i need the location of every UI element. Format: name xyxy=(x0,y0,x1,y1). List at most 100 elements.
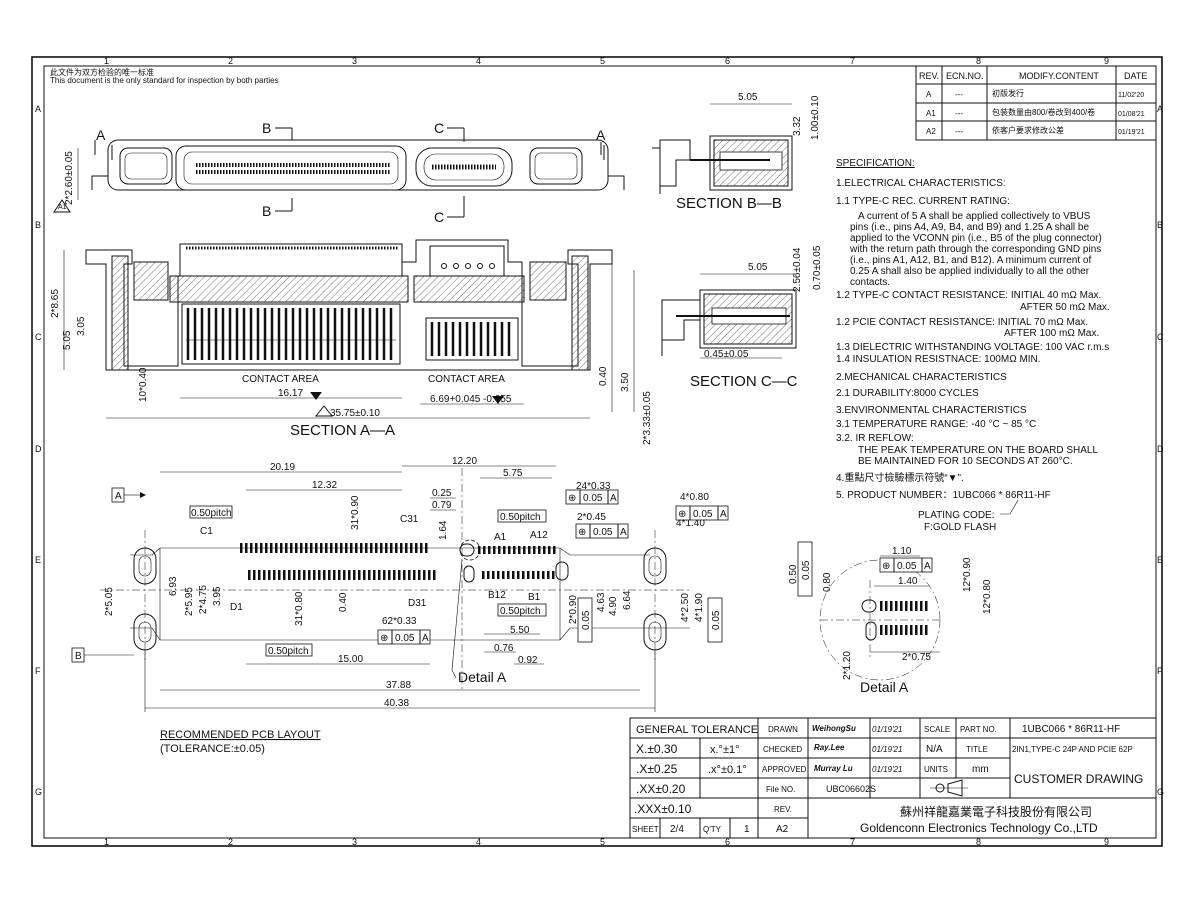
rev-row-ecn: --- xyxy=(955,109,963,118)
col-label: 9 xyxy=(1104,837,1109,847)
rev-label: REV. xyxy=(774,805,792,814)
spec-line: contacts. xyxy=(850,277,890,288)
pcie-contacts xyxy=(186,308,396,360)
qty-value: 1 xyxy=(744,824,750,835)
file-no: UBC06602S xyxy=(826,784,876,794)
dim-6-64: 6.64 xyxy=(622,590,633,610)
dim-5-50: 5.50 xyxy=(510,625,530,636)
tol-linear: .XXX±0.10 xyxy=(634,802,692,816)
row-label: A xyxy=(1157,104,1163,114)
units-label: UNITS xyxy=(924,765,948,774)
dim-10x0-40: 10*0.40 xyxy=(138,367,149,402)
projection-symbol xyxy=(930,779,968,797)
fcf-value: 0.05 xyxy=(897,561,917,572)
col-label: 6 xyxy=(725,837,730,847)
spec-line: AFTER 50 mΩ Max. xyxy=(1020,302,1110,313)
row-label: D xyxy=(1157,444,1164,454)
row-label: C xyxy=(35,332,42,342)
file-label: File NO. xyxy=(766,785,795,794)
specification: SPECIFICATION: 1.ELECTRICAL CHARACTERIST… xyxy=(836,158,1110,533)
fcf-value: 0.05 xyxy=(583,493,603,504)
spec-line: PLATING CODE: xyxy=(918,510,995,521)
row-label: B xyxy=(1157,220,1163,230)
fcf-datum: A xyxy=(720,509,727,520)
dim-12x0-80: 12*0.80 xyxy=(982,579,993,614)
dim-cc-0-45: 0.45±0.05 xyxy=(704,349,749,360)
dim-4x0-80: 4*0.80 xyxy=(680,492,709,503)
checked-label: CHECKED xyxy=(763,745,802,754)
section-mark-a: A xyxy=(96,127,106,143)
dim-0-80: 0.80 xyxy=(822,572,833,592)
section-bb-title: SECTION B—B xyxy=(676,195,782,212)
spec-line: 1.1 TYPE-C REC. CURRENT RATING: xyxy=(836,196,1010,207)
section-mark-b: B xyxy=(262,120,271,136)
col-label: 3 xyxy=(352,56,357,66)
contact-area-label: CONTACT AREA xyxy=(242,374,319,385)
dim-0-92: 0.92 xyxy=(518,655,538,666)
spec-line: applied to the VCONN pin (i.e., B5 of th… xyxy=(850,233,1102,244)
dim-20-19: 20.19 xyxy=(270,462,295,473)
dim-12-32: 12.32 xyxy=(312,480,337,491)
dim-2x1-20: 2*1.20 xyxy=(842,651,853,680)
fcf-vertical: 0.05 xyxy=(711,610,722,630)
fcf-vertical: 0.05 xyxy=(581,610,592,630)
col-label: 1 xyxy=(104,837,109,847)
row-label: E xyxy=(35,555,41,565)
spec-line: 2.MECHANICAL CHARACTERISTICS xyxy=(836,372,1007,383)
checked-date: 01/19'21 xyxy=(872,745,902,754)
spec-line: 3.1 TEMPERATURE RANGE: -40 °C ~ 85 °C xyxy=(836,419,1036,430)
fcf-symbol: ⊕ xyxy=(568,493,576,504)
fcf-value: 0.05 xyxy=(593,527,613,538)
section-mark-c: C xyxy=(434,120,444,136)
dim-4-90: 4.90 xyxy=(608,596,619,616)
dim-4-63: 4.63 xyxy=(596,592,607,612)
pin-label-a12: A12 xyxy=(530,530,548,541)
sheet-value: 2/4 xyxy=(670,824,684,835)
fcf-symbol: ⊕ xyxy=(380,633,388,644)
col-label: 5 xyxy=(600,837,605,847)
drawn-label: DRAWN xyxy=(768,725,798,734)
col-label: 4 xyxy=(476,56,481,66)
dim-overall-length: 35.75±0.10 xyxy=(330,408,380,419)
datum-a: A xyxy=(115,491,122,502)
row-label: B xyxy=(35,220,41,230)
rev-row-date: 11/02'20 xyxy=(1118,92,1144,99)
fcf-datum: A xyxy=(610,493,617,504)
fcf-pcb-1: ⊕ 0.05 A xyxy=(565,489,619,505)
spec-line: BE MAINTAINED FOR 10 SECONDS AT 260°C. xyxy=(858,456,1073,467)
pitch-label: 0.50pitch xyxy=(500,512,541,523)
col-label: 3 xyxy=(352,837,357,847)
dim-top-height: 2*2.60±0.05 xyxy=(64,151,75,205)
dim-0-25: 0.25 xyxy=(432,488,452,499)
dim-6-93: 6.93 xyxy=(168,576,179,596)
dim-3-50: 3.50 xyxy=(620,372,631,392)
spec-line: pins (i.e., pins A4, A9, B4, and B9) and… xyxy=(850,222,1089,233)
pitch-label: 0.50pitch xyxy=(268,646,309,657)
dim-4x2-50: 4*2.50 xyxy=(680,593,691,622)
row-label: D xyxy=(35,444,42,454)
dim-4x1-90: 4*1.90 xyxy=(694,593,705,622)
rev-row-ecn: --- xyxy=(955,90,963,99)
spec-line: (i.e., pins A1, A12, B1, and B12). A min… xyxy=(850,255,1091,266)
dim-24x0-33: 24*0.33 xyxy=(576,481,611,492)
fcf-pcb-5: 0.05 xyxy=(577,597,593,643)
spec-line: 5. PRODUCT NUMBER：1UBC066 * 86R11-HF xyxy=(836,490,1051,501)
spec-line: AFTER 100 mΩ Max. xyxy=(1004,328,1099,339)
fcf-value: 0.05 xyxy=(395,633,415,644)
detail-a-title: Detail A xyxy=(860,679,909,695)
dim-2x0-45: 2*0.45 xyxy=(577,512,606,523)
row-label: E xyxy=(1157,555,1163,565)
section-mark-c: C xyxy=(434,209,444,225)
section-cc: 5.05 2.56±0.04 0.70±0.05 0.45±0.05 SECTI… xyxy=(661,245,823,390)
typec-contacts xyxy=(430,322,511,356)
col-label: 8 xyxy=(976,837,981,847)
dim-bb-1-00: 1.00±0.10 xyxy=(810,95,821,140)
fcf-pcb-4: ⊕ 0.05 A xyxy=(377,629,431,645)
rev-row-rev: A2 xyxy=(926,127,936,136)
dim-cc-2-56: 2.56±0.04 xyxy=(792,247,803,292)
fcf-pcb-6: 0.05 xyxy=(707,597,723,643)
dim-12x0-90: 12*0.90 xyxy=(962,557,973,592)
col-label: 2 xyxy=(228,56,233,66)
col-label: 4 xyxy=(476,837,481,847)
part-no: 1UBC066 * 86R11-HF xyxy=(1022,724,1120,735)
